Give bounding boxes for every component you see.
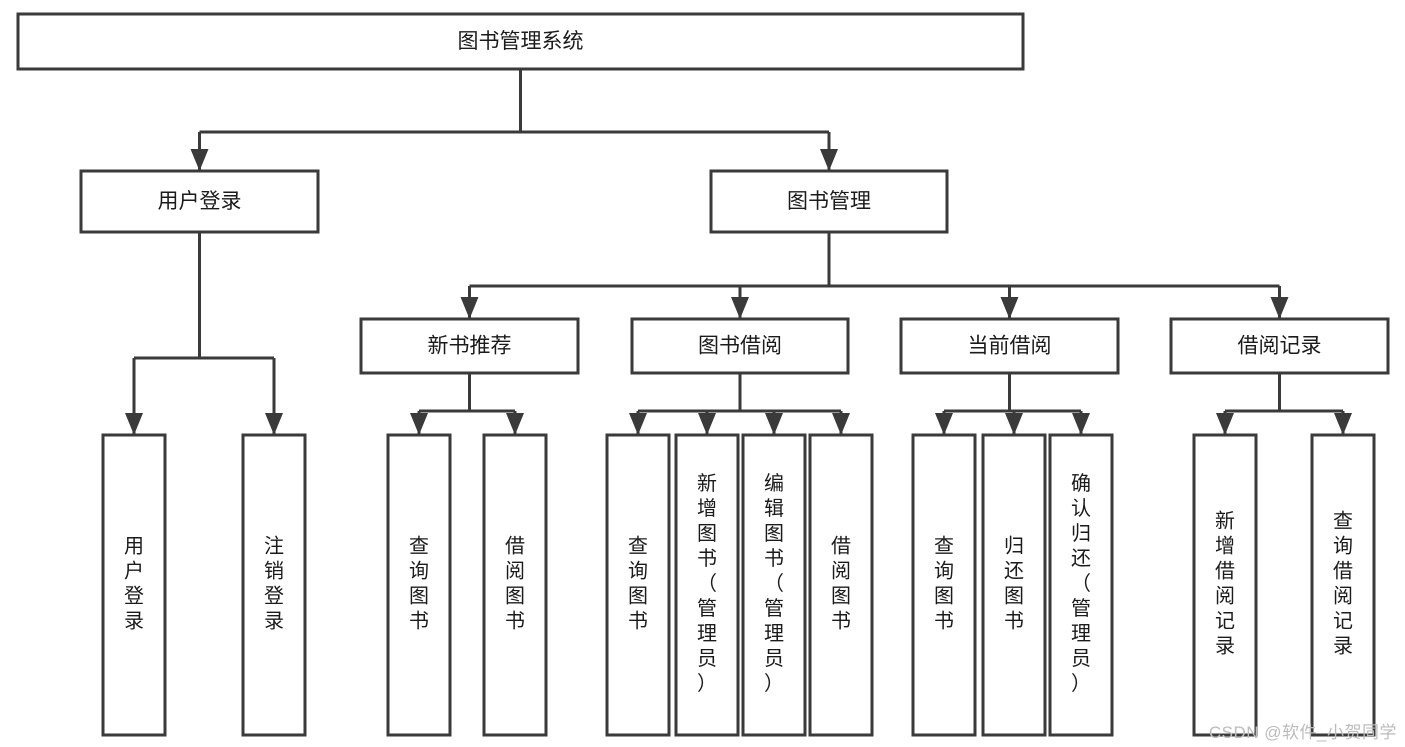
arrow-head-leaf-query-book-rec <box>410 413 428 435</box>
node-box-leaf-query-book-rec <box>386 433 452 737</box>
node-leaf-return-book[interactable]: 归还图书 <box>981 433 1047 737</box>
node-box-leaf-edit-book-admin <box>741 433 807 737</box>
node-label-leaf-logout: 注销登录 <box>264 535 284 633</box>
node-leaf-logout[interactable]: 注销登录 <box>241 433 307 737</box>
node-layer: 图书管理系统用户登录图书管理新书推荐图书借阅当前借阅借阅记录用户登录注销登录查询… <box>16 12 1390 737</box>
node-box-leaf-borrow-book <box>808 433 874 737</box>
node-label-book-borrow: 图书借阅 <box>698 335 782 358</box>
node-box-leaf-borrow-book-rec <box>482 433 548 737</box>
arrow-head-user-login <box>190 149 209 171</box>
node-borrow-record[interactable]: 借阅记录 <box>1169 317 1390 375</box>
node-box-borrow-record <box>1169 317 1390 375</box>
node-label-leaf-return-book: 归还图书 <box>1004 535 1024 633</box>
arrow-head-leaf-query-book-current <box>935 413 953 435</box>
node-label-leaf-user-login: 用户登录 <box>124 536 144 633</box>
node-label-leaf-confirm-return-admin: 确认归还（管理员） <box>1071 472 1091 695</box>
node-label-user-login: 用户登录 <box>158 190 242 213</box>
node-box-root <box>16 12 1025 71</box>
node-label-leaf-add-book-admin: 新增图书（管理员） <box>697 472 717 695</box>
node-user-login[interactable]: 用户登录 <box>79 169 320 234</box>
node-leaf-user-login[interactable]: 用户登录 <box>101 433 167 737</box>
node-box-new-book-recommend <box>359 317 580 375</box>
node-box-leaf-query-borrow-record <box>1310 433 1376 737</box>
node-box-leaf-query-book-current <box>911 433 977 737</box>
node-leaf-edit-book-admin[interactable]: 编辑图书（管理员） <box>741 433 807 737</box>
node-box-leaf-query-book-borrow <box>605 433 671 737</box>
arrow-head-current-borrow <box>1000 297 1019 319</box>
node-label-leaf-add-borrow-record: 新增借阅记录 <box>1215 510 1235 658</box>
node-leaf-borrow-book-rec[interactable]: 借阅图书 <box>482 433 548 737</box>
node-box-leaf-logout <box>241 433 307 737</box>
arrow-head-borrow-record <box>1270 297 1289 319</box>
node-book-borrow[interactable]: 图书借阅 <box>630 317 850 375</box>
node-label-leaf-borrow-book: 借阅图书 <box>831 535 851 633</box>
node-label-leaf-query-borrow-record: 查询借阅记录 <box>1333 510 1353 658</box>
node-current-borrow[interactable]: 当前借阅 <box>899 317 1120 375</box>
arrow-head-leaf-add-borrow-record <box>1216 413 1234 435</box>
node-label-leaf-edit-book-admin: 编辑图书（管理员） <box>764 472 784 695</box>
node-label-current-borrow: 当前借阅 <box>968 335 1052 358</box>
watermark-label: CSDN @软件_小贺同学 <box>1208 723 1397 742</box>
node-box-leaf-user-login <box>101 433 167 737</box>
arrow-head-leaf-query-book-borrow <box>629 413 647 435</box>
arrow-head-leaf-user-login <box>125 413 143 435</box>
arrow-head-new-book-recommend <box>460 297 479 319</box>
node-label-leaf-borrow-book-rec: 借阅图书 <box>505 535 525 633</box>
node-leaf-query-book-borrow[interactable]: 查询图书 <box>605 433 671 737</box>
arrow-head-leaf-borrow-book-rec <box>506 413 524 435</box>
node-label-leaf-query-book-current: 查询图书 <box>934 535 954 633</box>
node-root[interactable]: 图书管理系统 <box>16 12 1025 71</box>
node-box-leaf-return-book <box>981 433 1047 737</box>
node-box-leaf-add-book-admin <box>674 433 740 737</box>
node-leaf-query-book-current[interactable]: 查询图书 <box>911 433 977 737</box>
node-box-book-borrow <box>630 317 850 375</box>
node-label-leaf-query-book-rec: 查询图书 <box>409 535 429 633</box>
arrow-head-leaf-confirm-return-admin <box>1072 413 1090 435</box>
node-leaf-add-book-admin[interactable]: 新增图书（管理员） <box>674 433 740 737</box>
node-leaf-add-borrow-record[interactable]: 新增借阅记录 <box>1192 433 1258 737</box>
node-label-leaf-query-book-borrow: 查询图书 <box>628 535 648 633</box>
node-leaf-confirm-return-admin[interactable]: 确认归还（管理员） <box>1048 433 1114 737</box>
connector-layer <box>125 69 1352 435</box>
node-box-leaf-add-borrow-record <box>1192 433 1258 737</box>
arrow-head-leaf-borrow-book <box>832 413 850 435</box>
node-new-book-recommend[interactable]: 新书推荐 <box>359 317 580 375</box>
node-label-borrow-record: 借阅记录 <box>1238 335 1322 358</box>
arrow-head-book-borrow <box>731 297 749 319</box>
node-box-book-management <box>709 169 949 234</box>
node-leaf-query-book-rec[interactable]: 查询图书 <box>386 433 452 737</box>
arrow-head-leaf-add-book-admin <box>698 413 716 435</box>
arrow-head-leaf-logout <box>265 413 283 435</box>
node-box-leaf-confirm-return-admin <box>1048 433 1114 737</box>
arrow-head-leaf-edit-book-admin <box>765 413 783 435</box>
node-label-book-management: 图书管理 <box>787 190 871 213</box>
arrow-head-book-management <box>820 149 838 171</box>
node-leaf-query-borrow-record[interactable]: 查询借阅记录 <box>1310 433 1376 737</box>
node-label-root: 图书管理系统 <box>458 30 584 53</box>
arrow-head-leaf-query-borrow-record <box>1334 413 1352 435</box>
node-book-management[interactable]: 图书管理 <box>709 169 949 234</box>
node-label-new-book-recommend: 新书推荐 <box>428 335 512 358</box>
node-box-user-login <box>79 169 320 234</box>
node-box-current-borrow <box>899 317 1120 375</box>
arrow-head-leaf-return-book <box>1005 413 1023 435</box>
node-leaf-borrow-book[interactable]: 借阅图书 <box>808 433 874 737</box>
